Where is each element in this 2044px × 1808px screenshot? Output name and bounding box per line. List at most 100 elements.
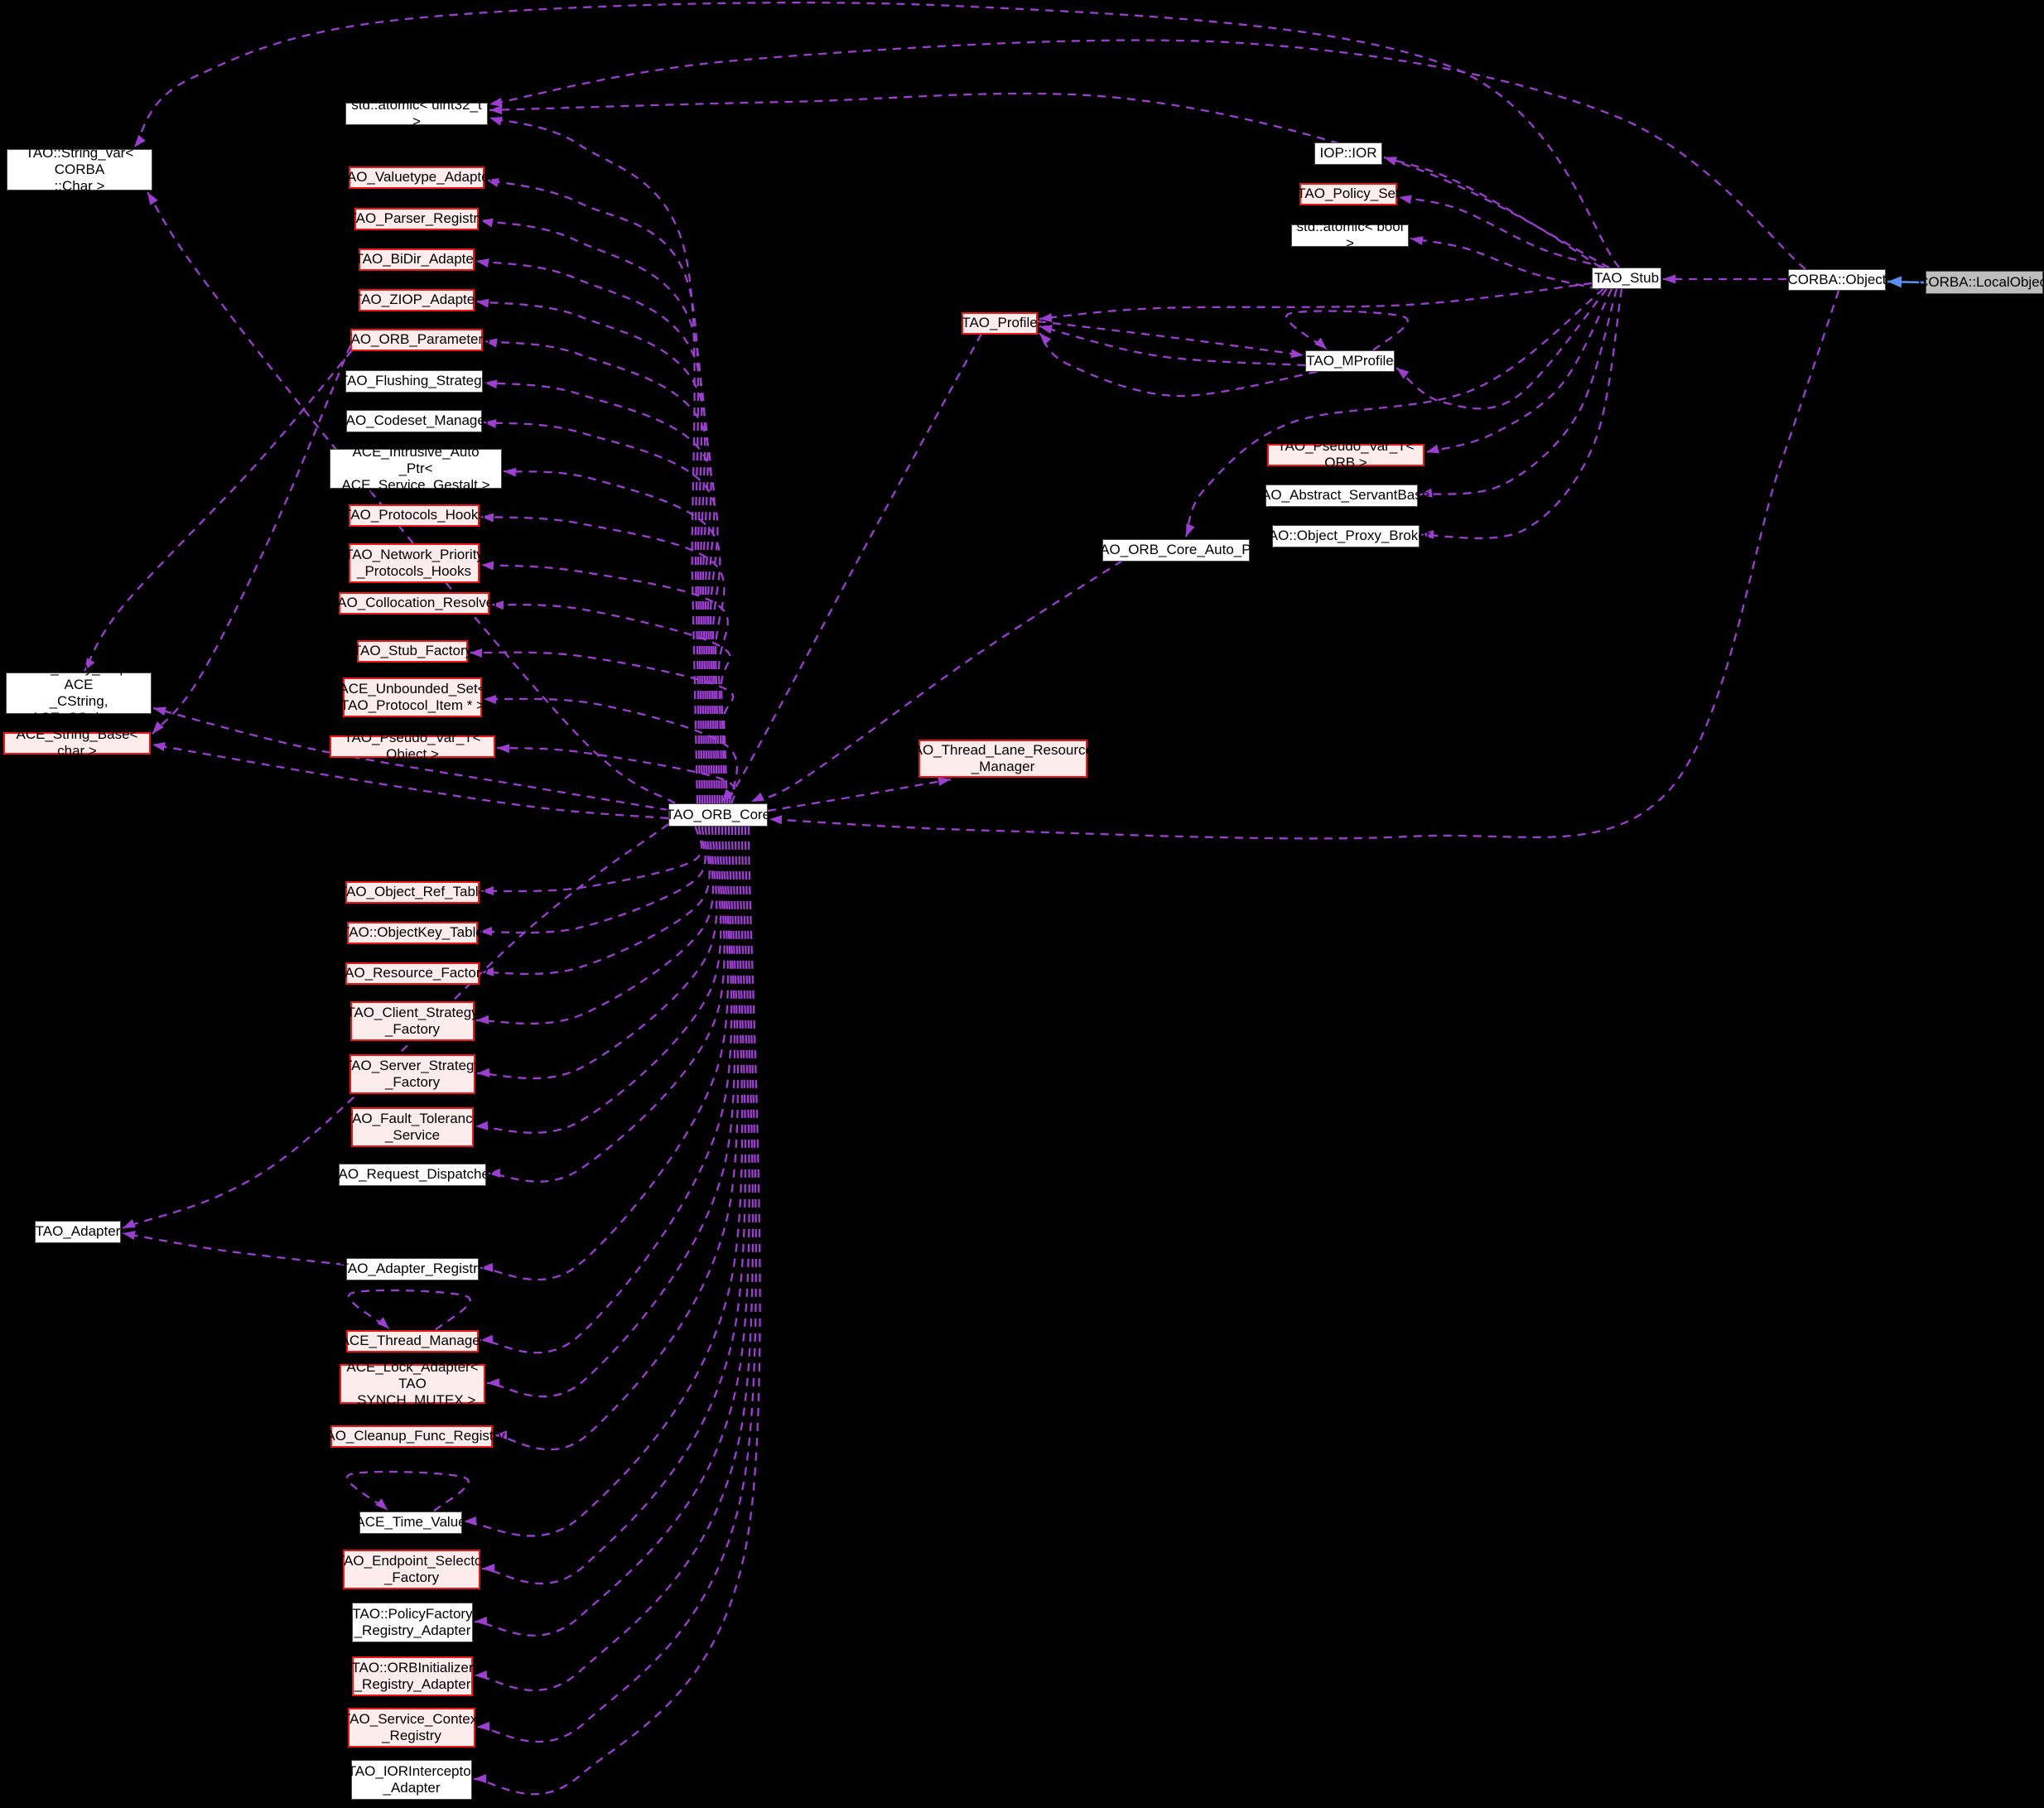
node-orbinit[interactable]: TAO::ORBInitializer _Registry_Adapter	[351, 1656, 474, 1696]
arrowhead-corba_object-orb_core	[769, 815, 783, 825]
arrowhead-orb_core-valuetype	[486, 178, 499, 187]
node-corba_object[interactable]: CORBA::Object	[1787, 269, 1887, 291]
edge-orb_core-flushing	[484, 381, 716, 804]
node-server_strat[interactable]: TAO_Server_Strategy _Factory	[344, 1054, 481, 1094]
node-pseudo_obj[interactable]: TAO_Pseudo_Var_T< Object >	[330, 730, 495, 762]
node-profile[interactable]: TAO_Profile	[962, 311, 1038, 335]
arrowhead-stub-string_var	[134, 134, 146, 147]
node-orb_core[interactable]: TAO_ORB_Core	[666, 803, 770, 827]
edge-corba_object-atomic_u32	[489, 39, 1806, 270]
arrowhead-orb_core-parser	[480, 218, 494, 228]
node-label: ACE_Intrusive_Auto _Ptr< ACE_Service_Ges…	[341, 443, 490, 494]
arrowhead-auto_ptr-orb_core	[751, 792, 764, 802]
node-bidir[interactable]: TAO_BiDir_Adapter	[355, 248, 478, 271]
node-stub[interactable]: TAO_Stub	[1592, 268, 1661, 289]
arrowhead-orb_core-endpoint	[482, 1564, 495, 1574]
edge-stub-servantbase	[1419, 288, 1618, 496]
node-atomic_u32[interactable]: std::atomic< uint32_t >	[345, 97, 488, 129]
edge-orb_core-service_ctx	[476, 826, 757, 1743]
arrowhead-orb_core-bidir	[476, 258, 489, 268]
arrowhead-orb_core-unbounded	[484, 695, 497, 705]
node-string_var[interactable]: TAO::String_var< CORBA ::Char >	[7, 145, 152, 194]
node-orb_params[interactable]: TAO_ORB_Parameters	[343, 328, 490, 351]
node-label: TAO_BiDir_Adapter	[354, 250, 479, 267]
node-flushing[interactable]: TAO_Flushing_Strategy	[340, 369, 489, 393]
node-lock_adapter[interactable]: ACE_Lock_Adapter< TAO _SYNCH_MUTEX >	[340, 1359, 485, 1408]
node-obj_ref[interactable]: TAO_Object_Ref_Table	[339, 880, 486, 904]
edge-orb_core-adapter	[122, 823, 669, 1230]
node-endpoint[interactable]: TAO_Endpoint_Selector _Factory	[336, 1550, 487, 1589]
node-policyfactory[interactable]: TAO::PolicyFactory _Registry_Adapter	[352, 1603, 473, 1642]
node-thread_lane[interactable]: TAO_Thread_Lane_Resources _Manager	[906, 740, 1101, 778]
node-mprofile[interactable]: TAO_MProfile	[1305, 350, 1395, 372]
arrowhead-orb_core-server_strat	[477, 1068, 490, 1078]
node-collocation[interactable]: TAO_Collocation_Resolver	[330, 591, 499, 615]
node-adapter[interactable]: TAO_Adapter	[35, 1220, 121, 1243]
node-request_disp[interactable]: TAO_Request_Dispatcher	[330, 1163, 494, 1186]
node-network[interactable]: TAO_Network_Priority _Protocols_Hooks	[345, 543, 484, 583]
node-atomic_bool[interactable]: std::atomic< bool >	[1291, 219, 1409, 251]
node-cleanup[interactable]: TAO_Cleanup_Func_Registry	[318, 1425, 505, 1448]
node-iorinterceptor[interactable]: TAO_IORInterceptor _Adapter	[348, 1760, 475, 1800]
arrowhead-orb_params-string_base	[152, 721, 164, 734]
edge-mprofile-mprofile	[1285, 310, 1409, 351]
node-string_base[interactable]: ACE_String_Base< char >	[3, 726, 151, 759]
arrowhead-orb_core-intrusive	[504, 467, 517, 477]
edge-orb_core-intrusive	[503, 470, 721, 804]
node-client_strat[interactable]: TAO_Client_Strategy _Factory	[346, 1001, 479, 1041]
edge-orb_core-endpoint	[481, 826, 747, 1584]
arrowhead-stub-atomic_bool	[1410, 236, 1424, 246]
node-label: ACE_Array_Map< ACE _CString, ACE_CString…	[22, 659, 136, 726]
edge-orb_core-iorinterceptor	[473, 826, 761, 1796]
node-label: TAO_Stub_Factory	[352, 642, 473, 658]
node-local_object[interactable]: CORBA::LocalObject	[1918, 271, 2044, 294]
edge-orb_core-lock_adapter	[486, 826, 736, 1398]
node-adapter_reg[interactable]: TAO_Adapter_Registry	[340, 1257, 484, 1280]
arrowhead-local_object-corba_object	[1887, 276, 1902, 288]
node-label: TAO_IORInterceptor _Adapter	[347, 1762, 476, 1796]
node-resource[interactable]: TAO_Resource_Factory	[337, 962, 488, 985]
arrowhead-orb_core-string_var	[147, 192, 158, 205]
node-intrusive[interactable]: ACE_Intrusive_Auto _Ptr< ACE_Service_Ges…	[330, 444, 502, 493]
arrowhead-orb_core-client_strat	[476, 1015, 489, 1025]
node-label: TAO_Endpoint_Selector _Factory	[335, 1552, 488, 1585]
edge-adapter_reg-adapter	[122, 1232, 345, 1266]
node-thread_mgr[interactable]: ACE_Thread_Manager	[340, 1329, 484, 1352]
edge-profile-orb_core	[721, 333, 983, 803]
node-auto_ptr[interactable]: TAO_ORB_Core_Auto_Ptr	[1092, 538, 1260, 562]
edge-mprofile-profile	[1039, 325, 1306, 367]
node-proxy_broker[interactable]: TAO::Object_Proxy_Broker	[1261, 524, 1430, 547]
node-label: ACE_Unbounded_Set< TAO_Protocol_Item * >	[339, 680, 486, 713]
node-label: TAO_Pseudo_Var_T< ORB >	[1277, 437, 1415, 470]
node-policy_set[interactable]: TAO_Policy_Set	[1297, 182, 1400, 205]
node-label: TAO_Collocation_Resolver	[330, 594, 499, 610]
arrowhead-profile-mprofile	[1290, 349, 1304, 359]
node-protocols[interactable]: TAO_Protocols_Hooks	[343, 504, 485, 527]
node-codeset[interactable]: TAO_Codeset_Manager	[339, 409, 490, 432]
node-label: TAO_Parser_Registry	[348, 210, 485, 226]
arrowhead-orb_core-flushing	[484, 379, 498, 389]
node-parser[interactable]: TAO_Parser_Registry	[349, 207, 485, 230]
edge-orb_core-resource	[480, 826, 711, 976]
node-service_ctx[interactable]: TAO_Service_Context _Registry	[342, 1708, 481, 1748]
node-label: TAO_Pseudo_Var_T< Object >	[344, 729, 481, 762]
edge-orb_core-request_disp	[487, 826, 726, 1183]
node-valuetype[interactable]: TAO_Valuetype_Adapter	[340, 166, 494, 189]
arrowhead-orb_core-request_disp	[488, 1168, 501, 1178]
node-label: TAO_Server_Strategy _Factory	[344, 1057, 481, 1090]
node-ior[interactable]: IOP::IOR	[1314, 142, 1382, 165]
arrowhead-stub-servantbase	[1420, 488, 1433, 498]
node-ziop[interactable]: TAO_ZIOP_Adapter	[354, 288, 480, 311]
node-fault[interactable]: TAO_Fault_Tolerance _Service	[345, 1107, 480, 1147]
node-label: TAO_Protocols_Hooks	[343, 506, 485, 523]
node-time_value[interactable]: ACE_Time_Value	[355, 1511, 466, 1534]
node-objkey[interactable]: TAO::ObjectKey_Table	[341, 921, 484, 944]
edge-orb_core-policyfactory	[474, 826, 750, 1637]
arrowhead-stub-pseudo_orb	[1426, 444, 1439, 454]
node-pseudo_orb[interactable]: TAO_Pseudo_Var_T< ORB >	[1267, 438, 1425, 470]
node-array_map[interactable]: ACE_Array_Map< ACE _CString, ACE_CString…	[6, 660, 152, 726]
node-stub_factory[interactable]: TAO_Stub_Factory	[353, 639, 472, 663]
node-unbounded[interactable]: ACE_Unbounded_Set< TAO_Protocol_Item * >	[339, 677, 486, 717]
node-servantbase[interactable]: TAO_Abstract_ServantBase	[1254, 484, 1429, 507]
